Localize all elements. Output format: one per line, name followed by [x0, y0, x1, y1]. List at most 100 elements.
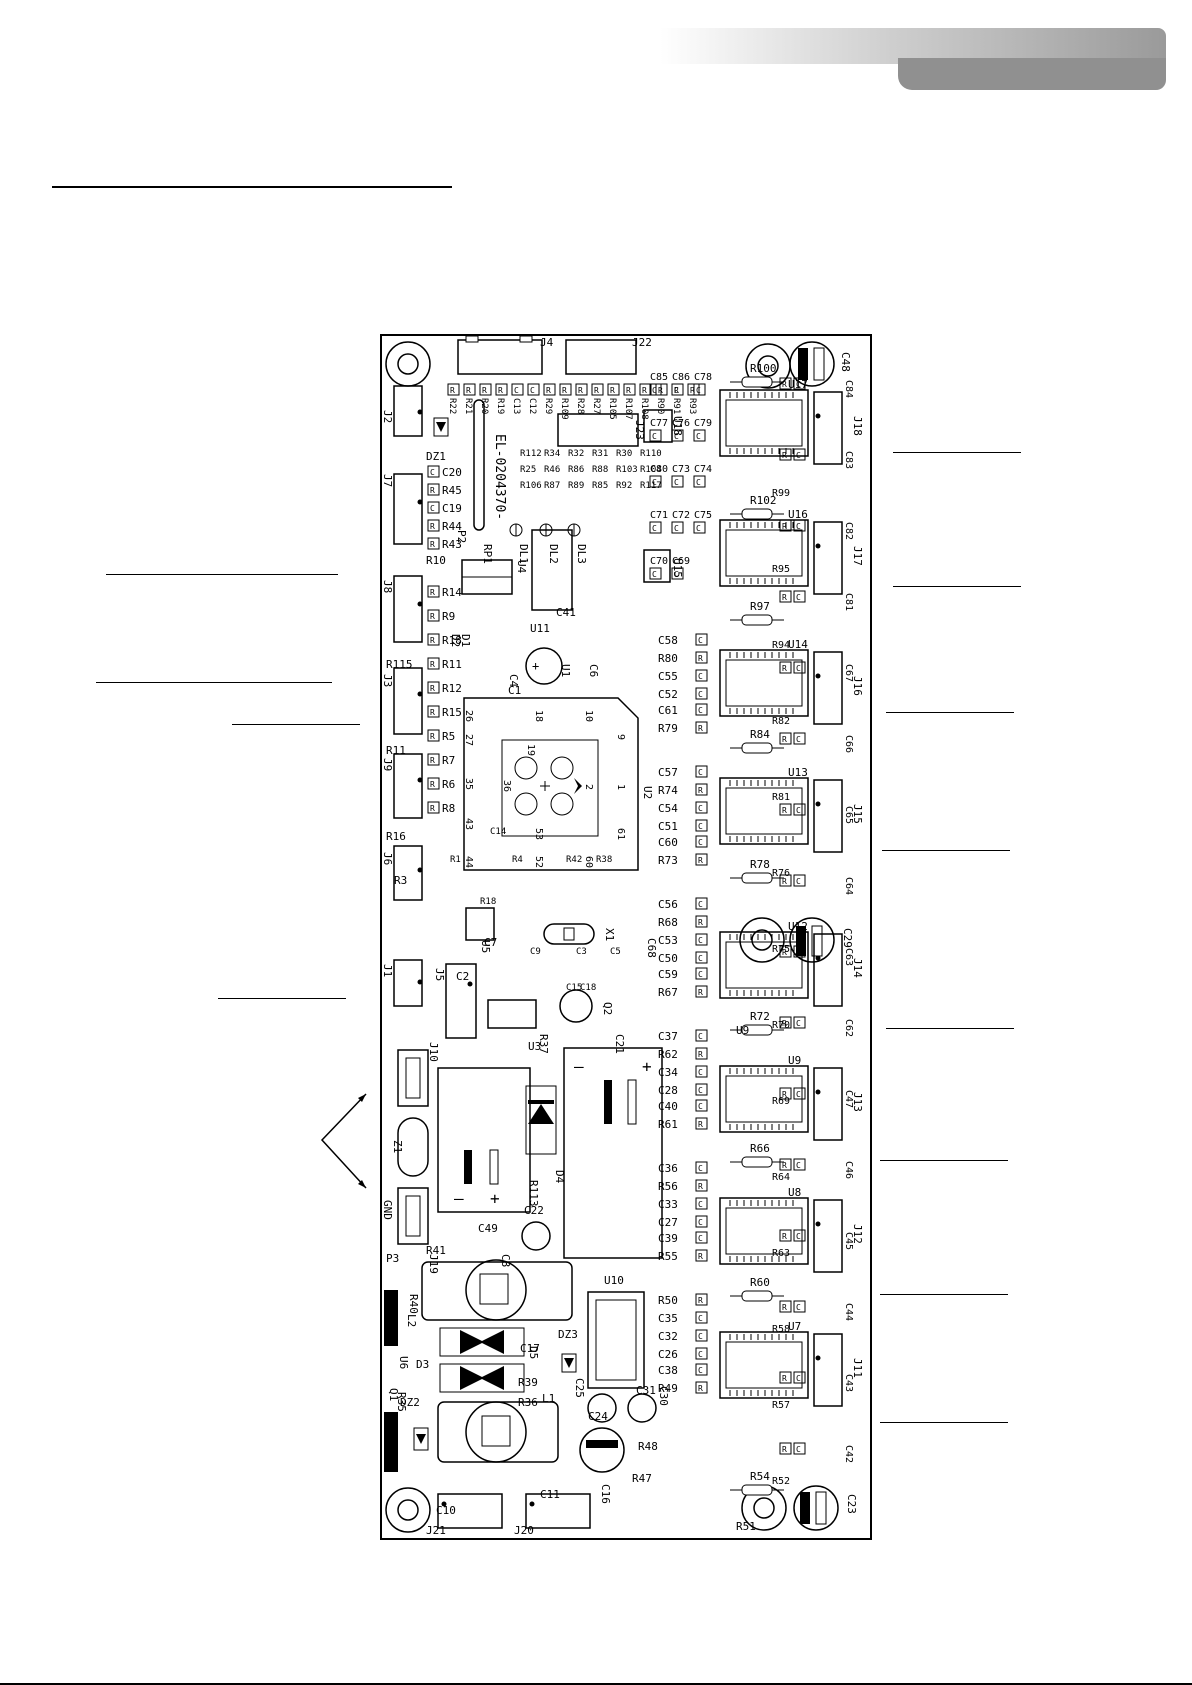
fuse-Z1	[397, 1117, 429, 1177]
smd-pad: C	[695, 933, 708, 946]
label-X1: X1	[603, 928, 616, 941]
smd-pad: C	[649, 429, 662, 442]
svg-text:C: C	[796, 1374, 801, 1383]
smd-pad: R	[427, 537, 440, 550]
svg-text:C: C	[696, 386, 701, 395]
label-R18: R18	[480, 897, 496, 907]
label-R85: R85	[592, 481, 608, 491]
label-R45: R45	[442, 484, 462, 497]
svg-text:R: R	[698, 1384, 703, 1393]
svg-text:R: R	[466, 386, 471, 395]
svg-text:C: C	[796, 1445, 801, 1454]
svg-text:C: C	[796, 1232, 801, 1241]
smd-pad: R	[779, 803, 792, 816]
label-Z1: Z1	[391, 1140, 404, 1153]
label-J10: J10	[427, 1042, 440, 1062]
svg-text:C: C	[698, 804, 703, 813]
svg-text:–: –	[454, 1189, 464, 1208]
svg-text:C: C	[698, 1068, 703, 1077]
label-C50: C50	[658, 952, 678, 965]
smd-pad: R	[559, 383, 572, 396]
label-R36: R36	[518, 1396, 538, 1409]
label-R68: R68	[658, 916, 678, 929]
label-C28: C28	[658, 1084, 678, 1097]
pcb-layout-diagram: J4 J22 J2 J7 J8 J3 J9 J6 J1 J5 J10 Z1 J1…	[380, 334, 872, 1540]
label-J6: J6	[381, 852, 394, 865]
connector-J19	[397, 1187, 429, 1245]
label-C5: C5	[610, 947, 621, 957]
pin-label: 26	[463, 710, 474, 722]
label-R40: R40	[407, 1294, 420, 1314]
svg-text:R: R	[450, 386, 455, 395]
svg-text:R: R	[430, 780, 435, 789]
label-C12: C12	[527, 398, 537, 414]
svg-text:C: C	[698, 900, 703, 909]
smd-pad: C	[793, 1158, 806, 1171]
label-R37: R37	[537, 1034, 550, 1054]
label-L2: L2	[405, 1314, 418, 1327]
svg-text:R: R	[782, 451, 787, 460]
smd-pad: R	[427, 483, 440, 496]
label-C7: C7	[484, 936, 497, 949]
pin-label: 36	[501, 780, 512, 792]
label-C60: C60	[658, 836, 678, 849]
label-C27: C27	[658, 1216, 678, 1229]
label-C78: C78	[694, 372, 712, 383]
label-R16: R16	[386, 830, 406, 843]
smd-pad: C	[693, 521, 706, 534]
label-C79: C79	[694, 418, 712, 429]
svg-text:R: R	[698, 988, 703, 997]
label-R43: R43	[442, 538, 462, 551]
connector-J3	[393, 667, 423, 735]
svg-text:C: C	[652, 478, 657, 487]
label-C43: C43	[843, 1374, 854, 1392]
mounting-hole	[385, 1487, 431, 1533]
smd-pad: R	[575, 383, 588, 396]
smd-pad: C	[695, 669, 708, 682]
diode-D5	[439, 1327, 525, 1357]
smd-pad: R	[495, 383, 508, 396]
chip-U2	[463, 697, 639, 871]
smd-pad: R	[779, 1016, 792, 1029]
label-R57: R57	[772, 1400, 790, 1411]
smd-pad: C	[527, 383, 540, 396]
label-R47: R47	[632, 1472, 652, 1485]
svg-text:R: R	[782, 593, 787, 602]
svg-text:C: C	[698, 954, 703, 963]
svg-text:C: C	[698, 1234, 703, 1243]
svg-text:C: C	[796, 948, 801, 957]
label-C30: C30	[657, 1386, 670, 1406]
label-R89: R89	[568, 481, 584, 491]
label-J2: J2	[381, 410, 394, 423]
inductor-L2	[421, 1259, 573, 1321]
resistor-R54	[730, 1484, 784, 1496]
smd-pad: R	[695, 853, 708, 866]
capacitor-C48	[789, 341, 835, 387]
smd-pad: R	[427, 705, 440, 718]
callout-line	[232, 724, 360, 725]
label-R86: R86	[568, 465, 584, 475]
label-R112: R112	[520, 449, 542, 459]
label-R48: R48	[638, 1440, 658, 1453]
smd-pad: R	[779, 732, 792, 745]
label-R87: R87	[544, 481, 560, 491]
svg-text:C: C	[696, 524, 701, 533]
smd-pad: R	[779, 1442, 792, 1455]
chip-U10	[587, 1291, 645, 1389]
label-R62: R62	[658, 1048, 678, 1061]
connector-J4	[457, 335, 543, 375]
smd-pad: C	[693, 475, 706, 488]
svg-text:C: C	[796, 1090, 801, 1099]
label-R5: R5	[442, 730, 455, 743]
zener-DZ1	[433, 417, 449, 437]
svg-text:R: R	[782, 664, 787, 673]
label-P2: P2	[455, 530, 468, 543]
smd-pad: C	[793, 1442, 806, 1455]
label-U9: U9	[788, 1054, 801, 1067]
smd-pad: C	[793, 590, 806, 603]
pin-label: 44	[463, 856, 474, 868]
label-U17: U17	[788, 378, 808, 391]
label-Q1: Q1	[387, 1388, 400, 1401]
label-C3: C3	[576, 947, 587, 957]
connector-J12	[813, 1199, 843, 1273]
